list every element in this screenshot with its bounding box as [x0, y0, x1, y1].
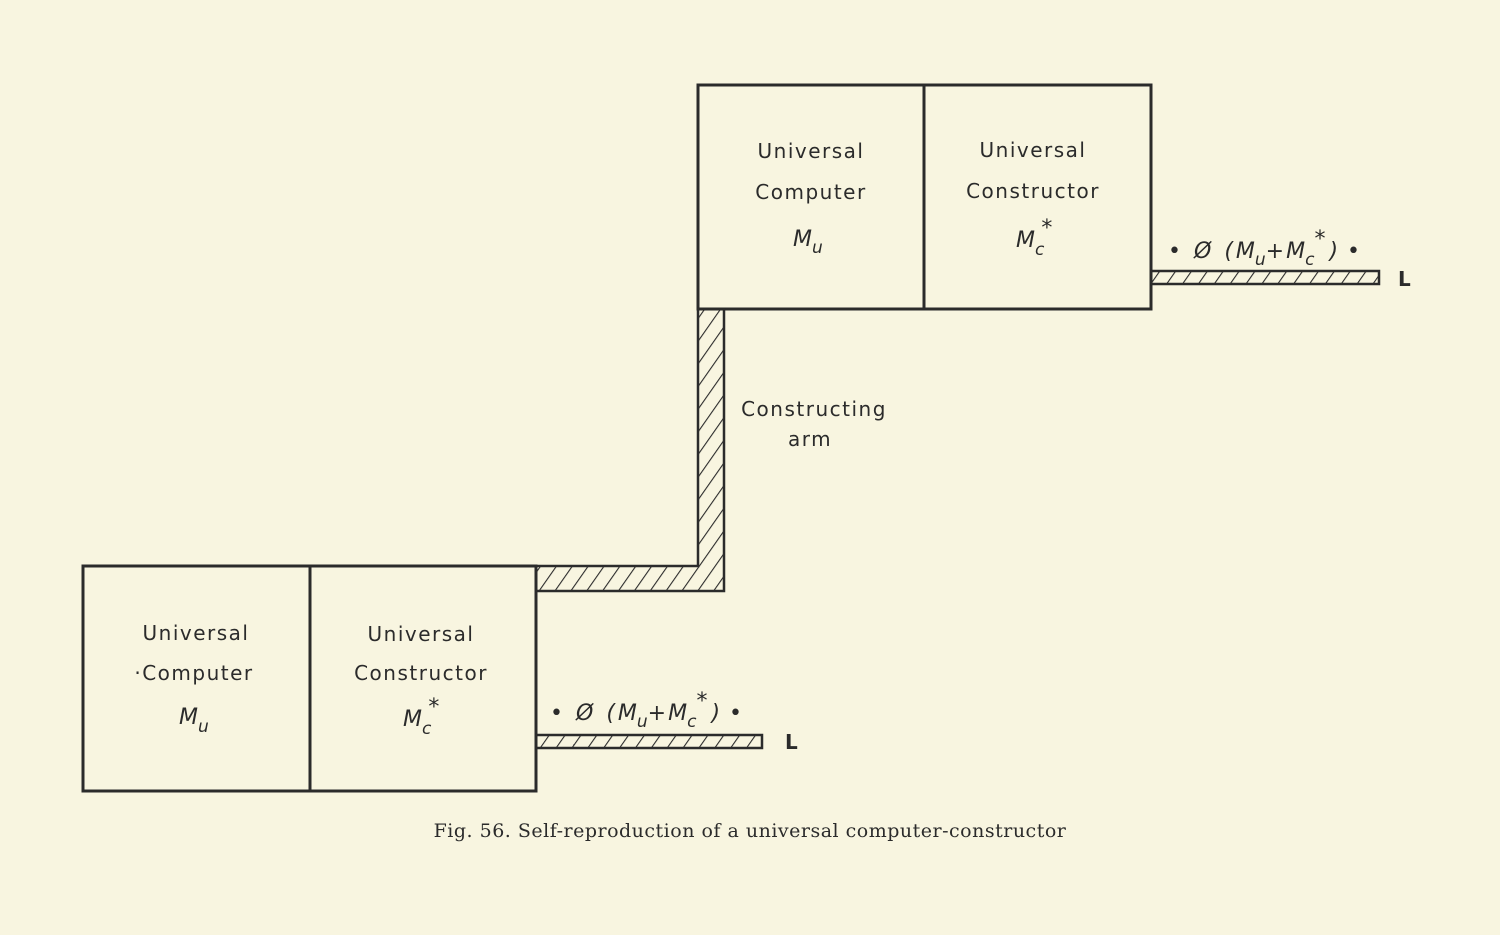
lower-tape-description: • Ø (Mu+Mc*) • [550, 689, 742, 732]
upper-constructor-label-2: Constructor [966, 179, 1100, 203]
lower-tape-end-label: L [785, 730, 799, 754]
upper-tape [1149, 269, 1381, 286]
upper-machine: Universal Computer Mu Universal Construc… [696, 83, 1412, 311]
upper-tape-description: • Ø (Mu+Mc*) • [1168, 227, 1360, 270]
upper-constructor-label-1: Universal [980, 138, 1087, 162]
upper-computer-label-2: Computer [755, 180, 866, 204]
lower-constructor-label-1: Universal [368, 622, 475, 646]
lower-computer-label-2: ·Computer [134, 661, 253, 685]
lower-constructor-symbol: Mc* [403, 695, 439, 739]
arm-label-1: Constructing [741, 397, 887, 421]
upper-constructor-symbol: Mc* [1016, 216, 1052, 260]
lower-tape [534, 733, 764, 750]
upper-constructor-box [922, 83, 1153, 311]
lower-computer-symbol: Mu [179, 705, 209, 737]
upper-computer-symbol: Mu [793, 227, 823, 258]
arm-label-2: arm [788, 427, 832, 451]
upper-tape-end-label: L [1398, 267, 1412, 291]
lower-constructor-box [308, 564, 538, 793]
figure-caption: Fig. 56. Self-reproduction of a universa… [434, 820, 1067, 842]
upper-computer-label-1: Universal [758, 139, 865, 163]
lower-computer-label-1: Universal [143, 621, 250, 645]
lower-machine: Universal ·Computer Mu Universal Constru… [81, 564, 799, 793]
constructing-arm [534, 307, 726, 593]
lower-constructor-label-2: Constructor [354, 661, 488, 685]
